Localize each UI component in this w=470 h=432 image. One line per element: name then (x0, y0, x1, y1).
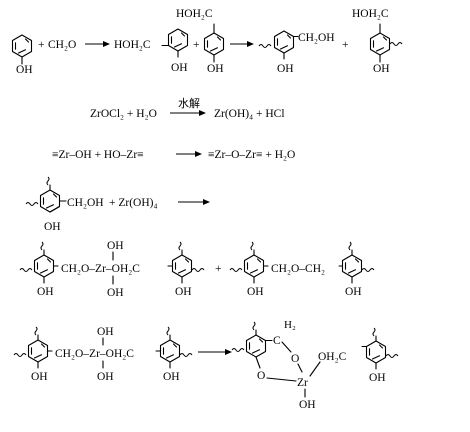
para-methylol-phenol-ring (203, 23, 225, 63)
wavy-bond (231, 348, 245, 352)
product1-oh-label: OH (171, 62, 188, 74)
wavy-bond (25, 202, 39, 206)
ring-oh-label: OH (163, 371, 180, 383)
reaction1-row: OH + CH₂O HOH₂C OH + HOH₂C OH (11, 8, 403, 76)
ring-oh-label: OH (369, 372, 386, 384)
zr-oh-top-label: OH (107, 240, 124, 252)
hydroxymethyl-group-label: HOH₂C (352, 8, 389, 20)
reaction-arrow (176, 151, 202, 157)
hydrolysis-condition-label: 水解 (178, 96, 200, 110)
plus-sign: + (342, 39, 349, 51)
zr-bridged-ring-left (33, 241, 59, 284)
reaction3-row: ≡Zr–OH + HO–Zr≡ ≡Zr–O–Zr≡ + H₂O (52, 149, 295, 161)
reaction-arrow (178, 199, 210, 205)
zr-oh-top-label: OH (97, 326, 114, 338)
oligomer-ring (273, 30, 299, 60)
wavy-bond (258, 44, 272, 48)
zr-bridged-ring-left (27, 326, 53, 369)
methylol-phenol-ring (39, 176, 67, 213)
product2-oh-label: OH (207, 63, 224, 75)
ring-oh-label: OH (345, 286, 362, 298)
zirconium-hydroxide-label: + Zr(OH)₄ (109, 197, 158, 209)
phenol-molecule (11, 34, 33, 65)
wavy-bond (179, 353, 193, 357)
plus-sign: + (215, 263, 222, 275)
zr-bridged-ring-right (155, 326, 181, 369)
reaction4-row: CH₂OH OH + Zr(OH)₄ (25, 176, 210, 233)
plus-sign: + (38, 39, 45, 51)
reaction2-row: ZrOCl₂ + H₂O 水解 Zr(OH)₄ + HCl (90, 96, 285, 120)
wavy-bond (191, 268, 205, 272)
phenol-oh-label: OH (16, 64, 33, 76)
wavy-bond (19, 268, 33, 272)
condensation-reactants: ≡Zr–OH + HO–Zr≡ (52, 149, 144, 161)
chelate-carbon-label: C (273, 335, 281, 347)
chelate-zirconium-label: Zr (297, 377, 308, 389)
chelate-oxygen-label: O (257, 370, 265, 382)
formaldehyde-label: CH₂O (48, 39, 76, 51)
ring-oh-label: OH (31, 371, 48, 383)
ether-bridge-chain-label: CH₂O–CH₂ (271, 263, 325, 275)
hydroxymethyl-group-label: HOH₂C (114, 39, 151, 51)
zr-bridge-chain-label: CH₂O–Zr–OH₂C (61, 263, 140, 275)
reaction-arrow (230, 41, 254, 47)
ring-oh-label: OH (247, 286, 264, 298)
zr-bridge-chain-label: CH₂O–Zr–OH₂C (55, 348, 134, 360)
chelate-phenol-ring (245, 321, 273, 369)
wavy-bond (361, 268, 375, 272)
wavy-bond (13, 353, 27, 357)
chelate-zr-oh-label: OH (299, 399, 316, 411)
reaction-arrow (198, 349, 232, 355)
hydroxymethyl-group-label: HOH₂C (176, 8, 213, 20)
methylol-group-label: CH₂OH (67, 197, 104, 209)
zr-bridged-ring-right (167, 241, 193, 284)
chelate-second-ring (361, 327, 387, 370)
plus-sign: + (193, 39, 200, 51)
methylol-oh-label: OH (44, 221, 61, 233)
wavy-bond (229, 268, 243, 272)
oligomer-oh-label: OH (373, 63, 390, 75)
oligomer-ring (369, 23, 391, 63)
chelate-h2-label: H₂ (284, 319, 296, 331)
wavy-bond (389, 42, 403, 46)
ether-bridged-ring-left (243, 241, 269, 284)
hydrolysis-products: Zr(OH)₄ + HCl (214, 108, 285, 120)
reaction5-row: OH CH₂O–Zr–OH₂C OH OH OH + CH₂O–CH₂ (19, 240, 375, 299)
oligomer-oh-label: OH (277, 63, 294, 75)
ortho-methylol-phenol-ring (161, 28, 189, 58)
chelate-oh2c-label: OH₂C (318, 351, 347, 363)
methylol-group-label: CH₂OH (298, 32, 335, 44)
zr-oh-bottom-label: OH (107, 287, 124, 299)
condensation-products: ≡Zr–O–Zr≡ + H₂O (208, 149, 295, 161)
wavy-bond (385, 354, 399, 358)
hydrolysis-reactants: ZrOCl₂ + H₂O (90, 108, 157, 120)
ring-oh-label: OH (175, 286, 192, 298)
ether-bridged-ring-right (338, 241, 363, 284)
reaction-arrow (170, 110, 206, 116)
zr-oh-bottom-label: OH (97, 371, 114, 383)
reaction-arrow (85, 41, 110, 47)
chelate-oxygen-label: O (291, 353, 299, 365)
ring-oh-label: OH (37, 286, 54, 298)
reaction6-row: OH CH₂O–Zr–OH₂C OH OH OH H₂ C (13, 319, 399, 411)
